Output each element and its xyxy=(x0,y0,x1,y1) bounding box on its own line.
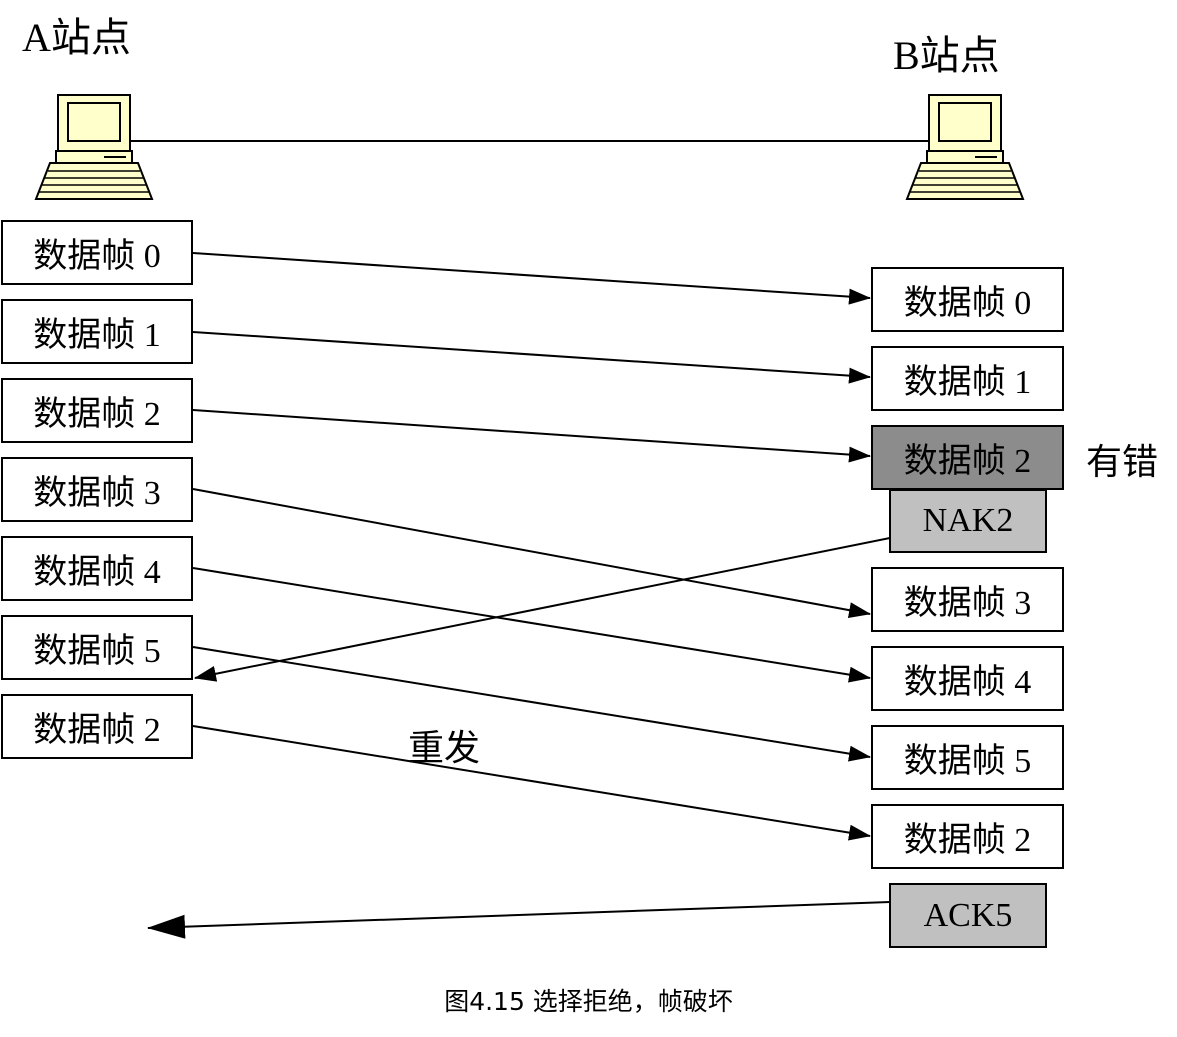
receiver-frame-4: 数据帧 4 xyxy=(871,646,1064,711)
resend-note: 重发 xyxy=(408,728,481,768)
nak-frame: NAK2 xyxy=(889,489,1047,553)
arrow-frame-5 xyxy=(192,646,871,762)
figure-caption: 图4.15 选择拒绝，帧破坏 xyxy=(444,987,733,1016)
arrow-frame-2 xyxy=(192,409,871,463)
receiver-frame-3: 数据帧 3 xyxy=(871,567,1064,632)
sender-frame-2: 数据帧 2 xyxy=(1,378,193,443)
arrow-frame-3 xyxy=(192,488,871,619)
receiver-frame-0: 数据帧 0 xyxy=(871,267,1064,332)
sender-frame-1: 数据帧 1 xyxy=(1,299,193,364)
receiver-frame-2-error: 数据帧 2 xyxy=(871,425,1064,490)
sender-frame-2-resend: 数据帧 2 xyxy=(1,694,193,759)
sender-frame-4: 数据帧 4 xyxy=(1,536,193,601)
receiver-frame-2-resend: 数据帧 2 xyxy=(871,804,1064,869)
receiver-frame-5: 数据帧 5 xyxy=(871,725,1064,790)
arrow-nak xyxy=(194,537,891,682)
arrow-frame-4 xyxy=(192,567,871,683)
receiver-frame-1: 数据帧 1 xyxy=(871,346,1064,411)
sender-frame-0: 数据帧 0 xyxy=(1,220,193,285)
sender-frame-5: 数据帧 5 xyxy=(1,615,193,680)
arrow-frame-1 xyxy=(192,331,871,384)
error-note: 有错 xyxy=(1086,442,1159,482)
computer-b-icon xyxy=(905,94,1025,200)
arrow-frame-2-resend xyxy=(192,725,871,841)
computer-a-icon xyxy=(34,94,154,200)
arrow-ack xyxy=(147,901,891,939)
sender-frame-3: 数据帧 3 xyxy=(1,457,193,522)
arrow-frame-0 xyxy=(192,252,871,305)
station-b-label: B站点 xyxy=(893,33,1000,78)
ack-frame: ACK5 xyxy=(889,883,1047,948)
station-a-label: A站点 xyxy=(22,15,131,60)
